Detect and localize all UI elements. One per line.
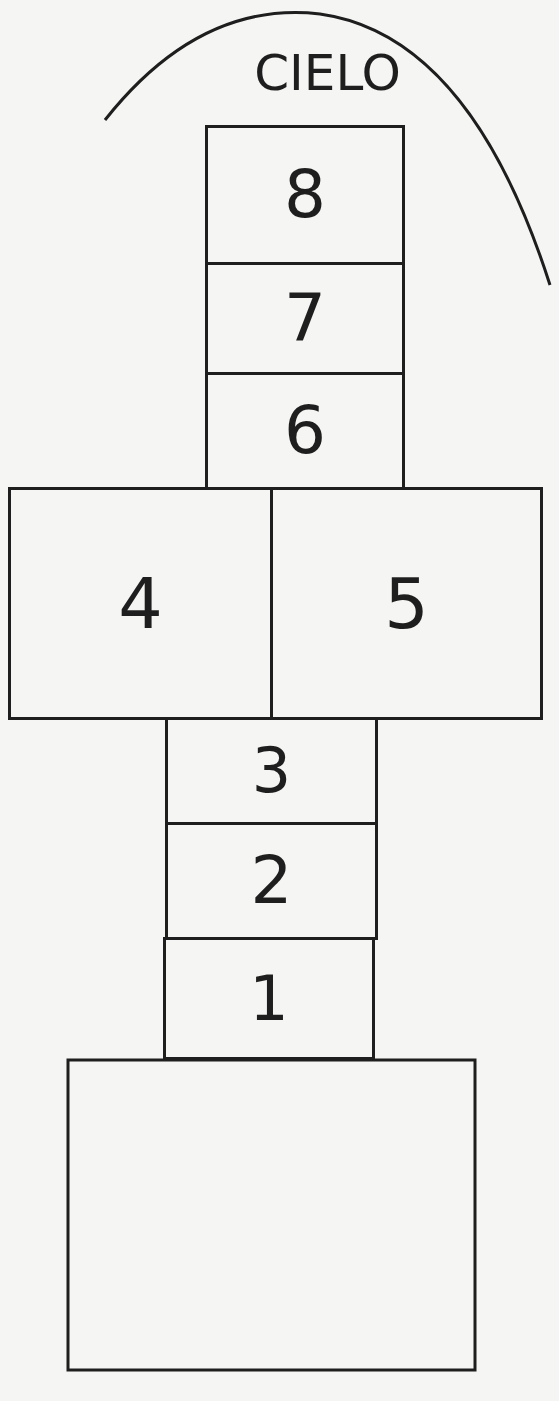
square-number: 5 <box>384 569 429 639</box>
sky-label: CIELO <box>254 48 401 98</box>
square-1: 1 <box>163 937 375 1060</box>
square-6: 6 <box>205 372 405 490</box>
square-5: 5 <box>270 487 543 720</box>
square-number: 1 <box>249 968 288 1030</box>
square-7: 7 <box>205 262 405 375</box>
square-2: 2 <box>165 822 378 940</box>
square-number: 2 <box>251 848 293 914</box>
square-number: 8 <box>284 162 326 228</box>
sky-dome-outline <box>105 13 550 285</box>
square-number: 7 <box>284 286 326 352</box>
square-number: 3 <box>252 740 291 802</box>
square-8: 8 <box>205 125 405 265</box>
square-4: 4 <box>8 487 273 720</box>
sky-area: CIELO <box>100 0 555 125</box>
square-number: 4 <box>118 569 163 639</box>
start-box <box>68 1060 475 1370</box>
square-number: 6 <box>284 398 326 464</box>
square-3: 3 <box>165 717 378 825</box>
